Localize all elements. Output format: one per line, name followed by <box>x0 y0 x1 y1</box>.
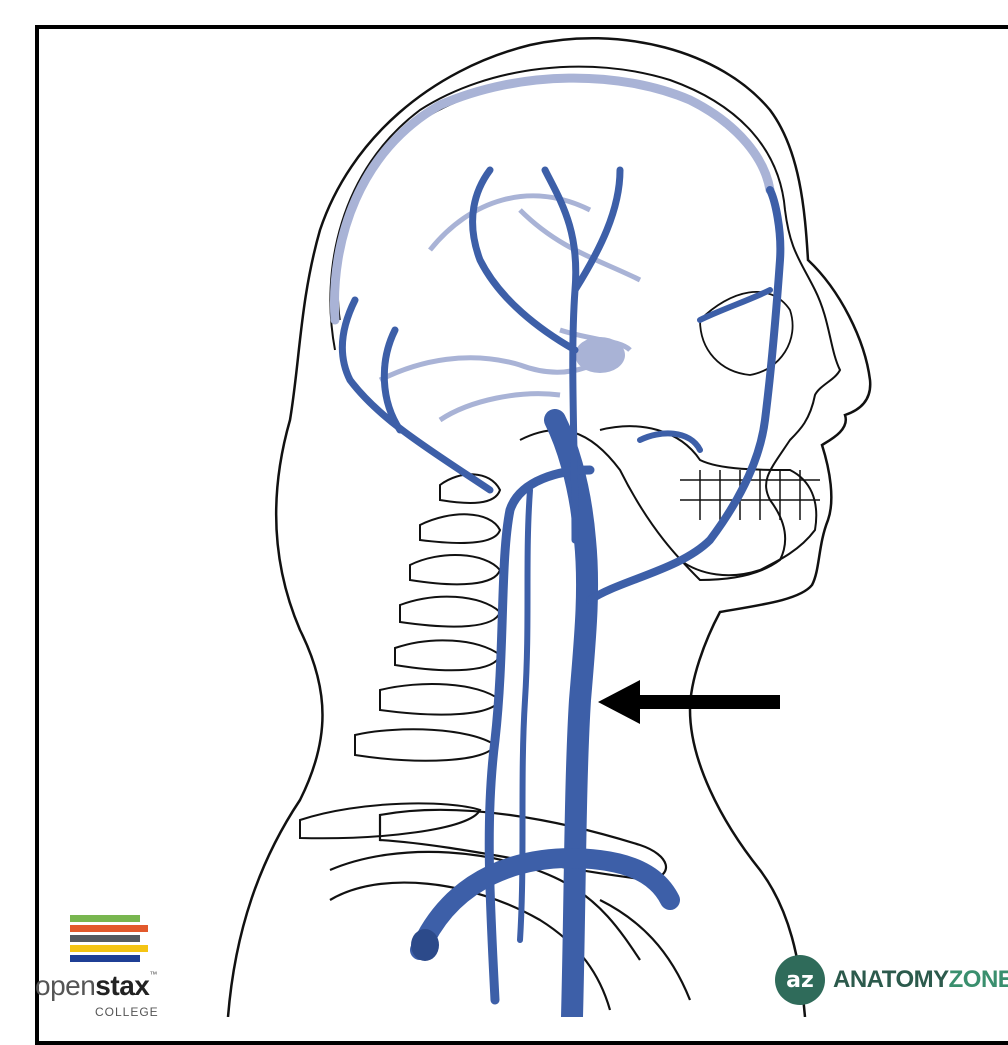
openstax-bar <box>70 945 148 952</box>
openstax-bars <box>70 915 148 965</box>
anatomyzone-wordmark: ANATOMYZONE <box>833 966 1008 994</box>
internal-jugular-vein <box>555 420 587 1017</box>
facial-vein <box>590 190 780 600</box>
vein-cut-end <box>411 929 439 961</box>
transverse-sinus <box>380 196 640 420</box>
openstax-logo: openstax™ COLLEGE <box>35 915 195 1017</box>
cervical-vertebrae <box>300 474 500 838</box>
openstax-bar <box>70 955 140 962</box>
cavernous-sinus <box>575 337 625 373</box>
head-neck-veins-illustration <box>0 0 1008 1017</box>
subclavian-vein <box>420 858 670 950</box>
openstax-wordmark: openstax™ <box>35 970 157 1002</box>
openstax-bar <box>70 915 140 922</box>
openstax-bar <box>70 935 140 942</box>
angular-vein <box>640 290 770 450</box>
clavicle-ribs <box>330 810 690 1010</box>
anatomyzone-monogram: az <box>775 955 825 1005</box>
anatomyzone-logo: az ANATOMYZONE <box>775 955 1008 1005</box>
occipital-vein <box>342 300 490 490</box>
openstax-bar <box>70 925 148 932</box>
veins <box>342 170 780 1017</box>
